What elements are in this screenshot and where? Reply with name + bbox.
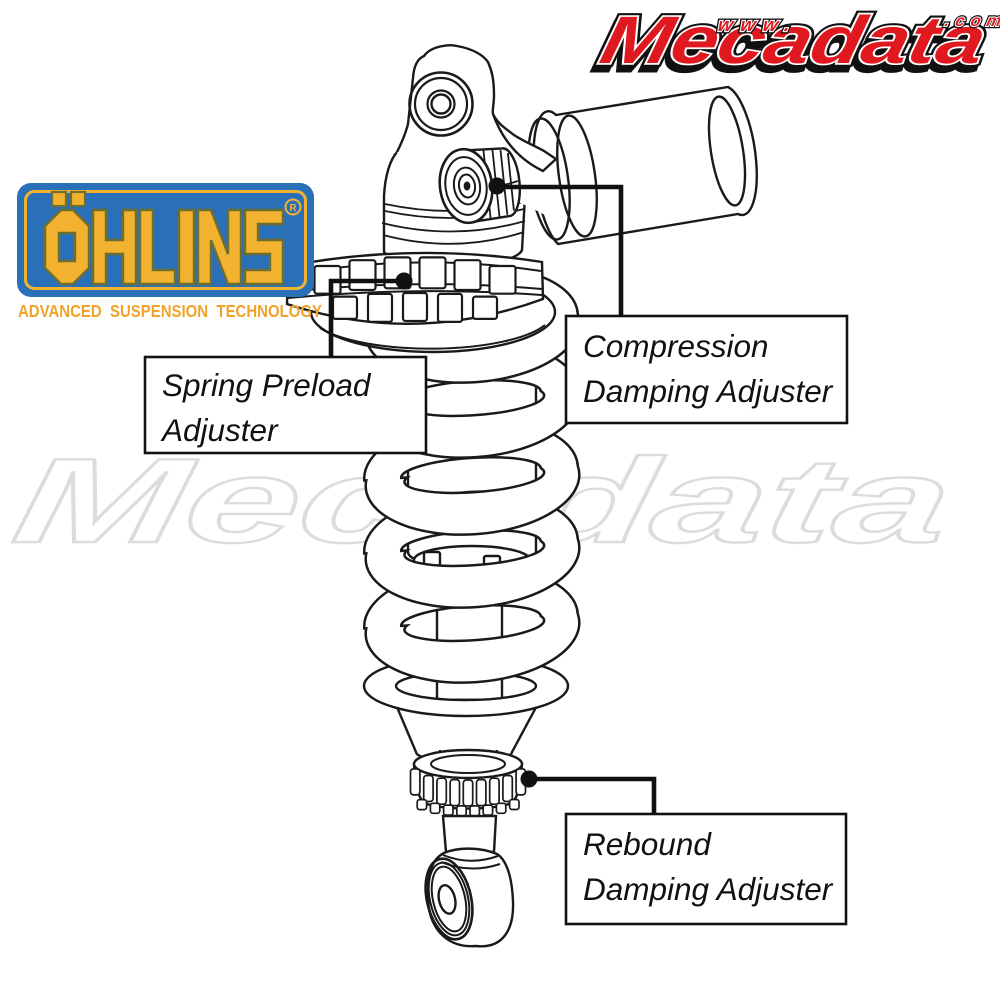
svg-text:Mecadata: Mecadata: [594, 4, 993, 78]
svg-text:Compression: Compression: [583, 328, 769, 364]
svg-text:R: R: [289, 203, 297, 214]
svg-text:Mecadata: Mecadata: [591, 10, 990, 84]
svg-text:Mecadata: Mecadata: [594, 4, 993, 78]
svg-text:Mecadata: Mecadata: [594, 4, 993, 78]
svg-text:Damping Adjuster: Damping Adjuster: [583, 871, 834, 907]
svg-text:Spring Preload: Spring Preload: [162, 367, 372, 403]
svg-text:Rebound: Rebound: [583, 826, 712, 862]
svg-text:ADVANCED SUSPENSION TECHNOLO: ADVANCED SUSPENSION TECHNOLOGY: [18, 301, 322, 321]
svg-text:Adjuster: Adjuster: [160, 412, 279, 448]
svg-text:Damping Adjuster: Damping Adjuster: [583, 373, 834, 409]
